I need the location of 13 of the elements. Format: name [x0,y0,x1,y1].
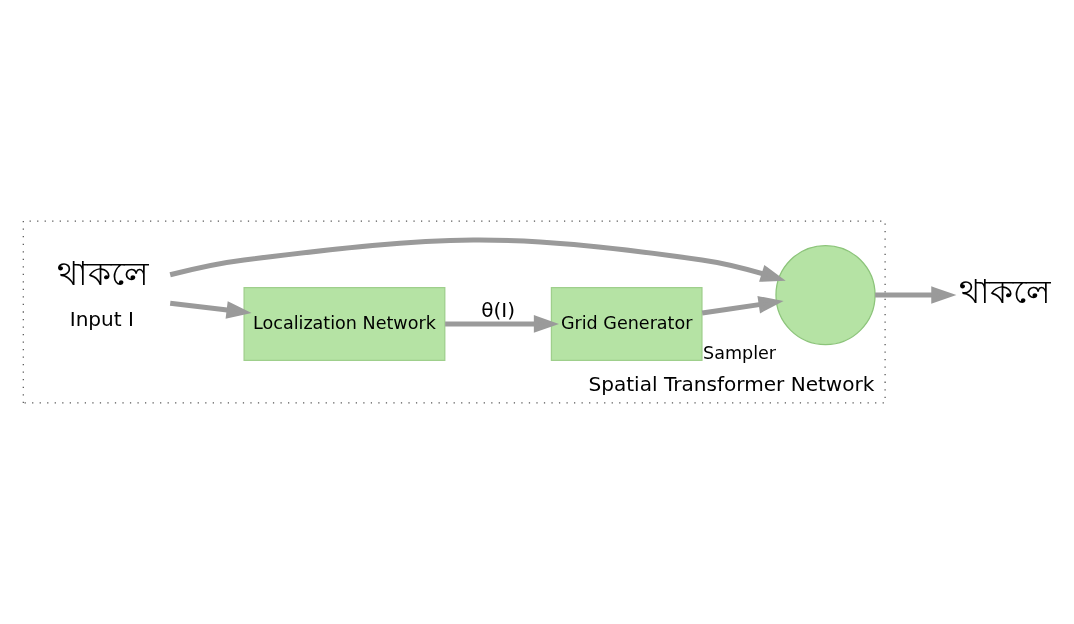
node-text: থাকলে [56,254,149,293]
node-label: Sampler [703,342,777,363]
node-text: থাকলে [958,272,1051,311]
node-box: Localization Network [243,286,446,361]
arrow [701,296,784,316]
node-circle [775,244,876,346]
arrow [445,315,559,333]
node-label: Input I [69,307,134,332]
arrow [169,237,786,282]
arrow [875,286,957,304]
node-box: Grid Generator [550,286,703,361]
arrow [169,300,252,319]
edge-label: θ(I) [481,298,516,323]
